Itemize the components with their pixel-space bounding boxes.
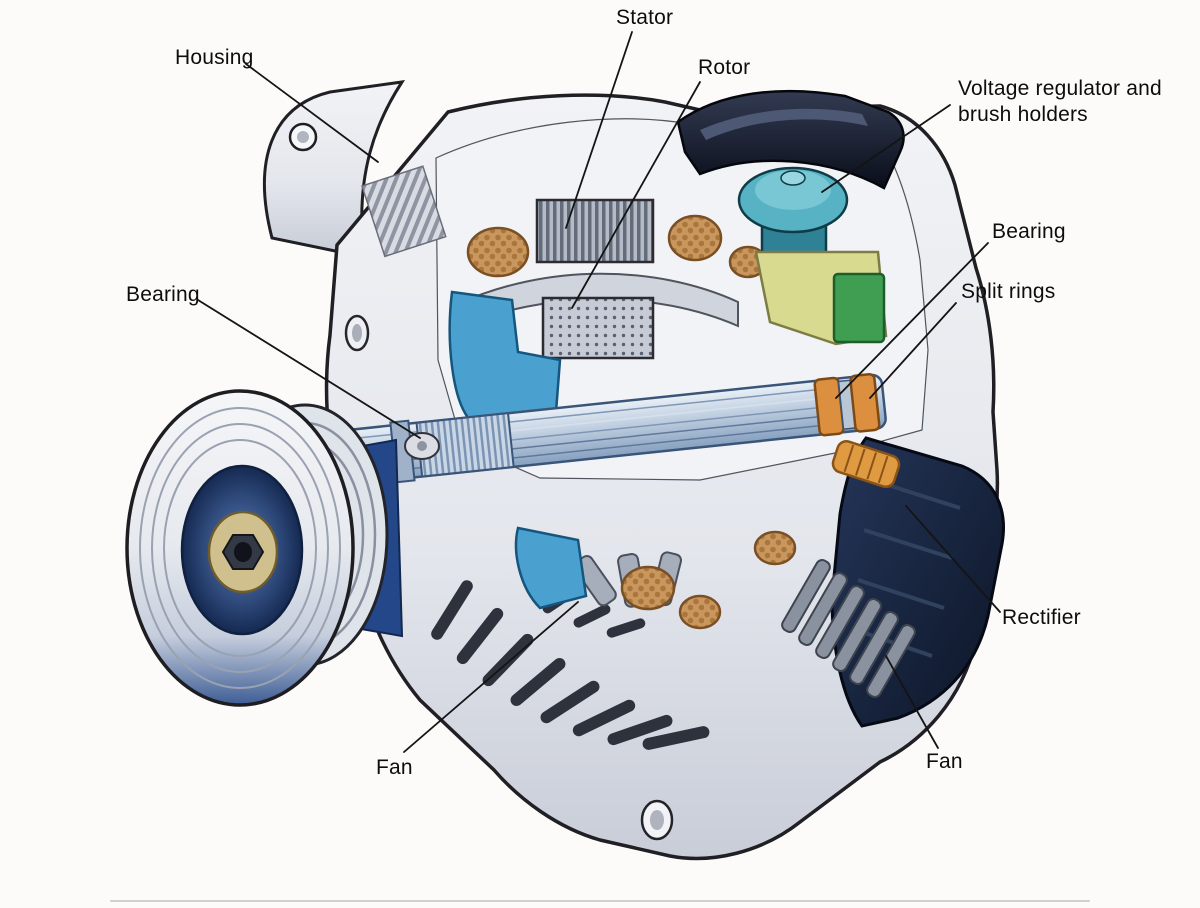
split-rings bbox=[813, 372, 881, 437]
leader-bearing-left bbox=[197, 299, 421, 439]
label-voltage-regulator: Voltage regulator and brush holders bbox=[958, 77, 1162, 126]
label-rectifier: Rectifier bbox=[1002, 606, 1081, 629]
label-rotor: Rotor bbox=[698, 56, 751, 79]
leader-stator bbox=[565, 31, 633, 229]
leader-housing bbox=[245, 63, 379, 163]
bearing-carrier-front bbox=[448, 290, 562, 422]
leader-fan-right bbox=[885, 655, 939, 749]
scan-artifact-line bbox=[110, 900, 1090, 902]
housing-mounting-ear bbox=[262, 80, 406, 254]
stator-laminations bbox=[535, 198, 655, 264]
leader-bearing-right bbox=[835, 242, 989, 399]
cooling-fins bbox=[431, 580, 710, 750]
mounting-lug-hole bbox=[640, 799, 674, 841]
leader-voltage-reg bbox=[821, 104, 951, 193]
rotor-arc-bracket bbox=[457, 272, 739, 330]
leader-fan-left bbox=[403, 601, 579, 753]
fan-right-blades bbox=[781, 559, 916, 698]
label-stator: Stator bbox=[616, 6, 674, 29]
rotor-core bbox=[541, 296, 655, 360]
rotor-windings bbox=[620, 530, 797, 630]
housing-side-hole bbox=[344, 314, 370, 352]
bearing-left-mount bbox=[404, 432, 440, 460]
brush-holder bbox=[832, 272, 886, 344]
diode-cylinder bbox=[831, 439, 901, 489]
label-fan-right: Fan bbox=[926, 750, 963, 773]
label-bearing-left: Bearing bbox=[126, 283, 200, 306]
leader-rectifier bbox=[905, 505, 1001, 613]
leader-rotor bbox=[571, 81, 701, 309]
pulley bbox=[125, 389, 404, 707]
label-split-rings: Split rings bbox=[961, 280, 1056, 303]
housing-cut-hatch bbox=[361, 165, 447, 258]
label-housing: Housing bbox=[175, 46, 254, 69]
leader-lines bbox=[197, 31, 1001, 753]
label-fan-left: Fan bbox=[376, 756, 413, 779]
label-bearing-right: Bearing bbox=[992, 220, 1066, 243]
leader-split-rings bbox=[869, 302, 957, 399]
bearing-carrier-rear bbox=[514, 526, 588, 610]
